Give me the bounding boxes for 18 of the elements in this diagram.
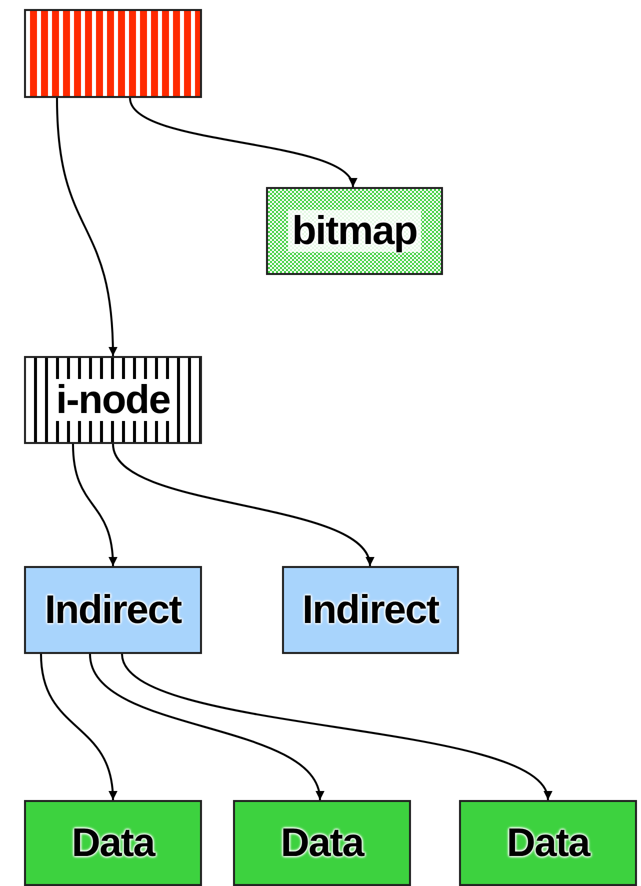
node-label: Data (280, 820, 364, 866)
node-label: Indirect (44, 588, 182, 632)
arrow (40, 654, 117, 800)
indirect-box (282, 566, 459, 654)
node-label: bitmap (288, 210, 422, 252)
data-box (459, 800, 637, 886)
node-label: Indirect (302, 588, 439, 632)
bitmap-box (266, 187, 443, 275)
inode-box (24, 356, 202, 444)
node-label: Data (72, 820, 154, 866)
arrow (112, 444, 372, 566)
arrow (56, 98, 118, 356)
striped-box (24, 9, 202, 98)
data-box (233, 800, 411, 886)
indirect-box (24, 566, 202, 654)
data-box (24, 800, 202, 886)
arrow (72, 444, 118, 566)
node-label: Data (506, 820, 590, 866)
